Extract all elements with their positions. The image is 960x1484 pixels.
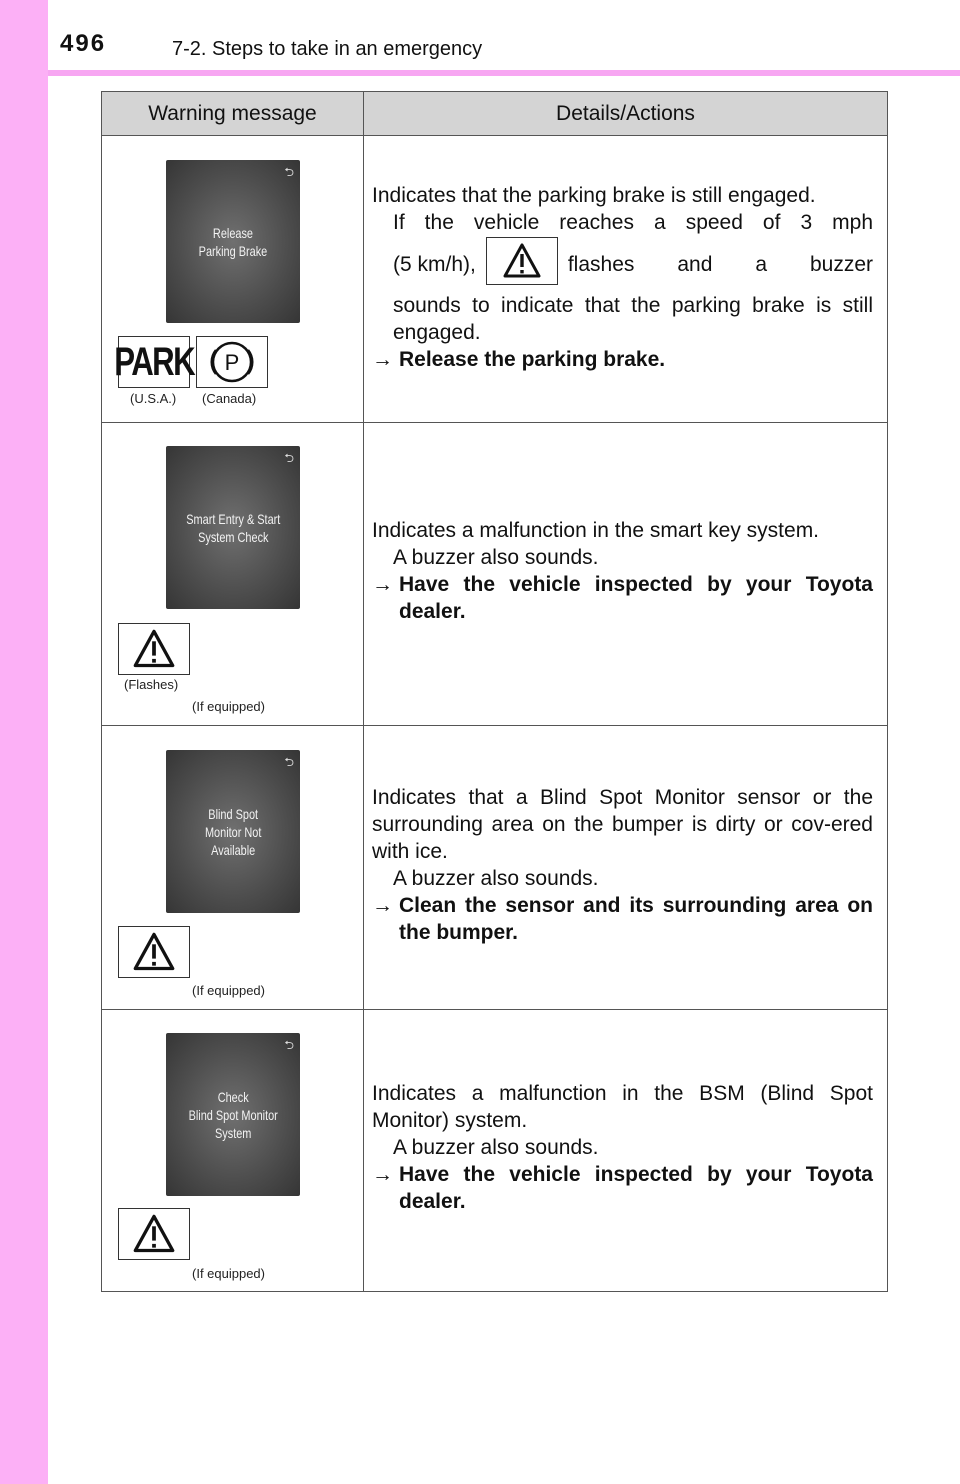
- caption-if-equipped: (If equipped): [192, 699, 265, 714]
- action-line: → Clean the sensor and its surrounding a…: [372, 892, 873, 946]
- parking-brake-p-indicator: P: [196, 336, 268, 388]
- table-row: ⮌ Smart Entry & Start System Check (Flas…: [101, 422, 888, 726]
- inline-icon-line: (5 km/h), flashes and a buzzer: [393, 237, 873, 288]
- caption-if-equipped: (If equipped): [192, 1266, 265, 1281]
- arrow-icon: →: [372, 573, 393, 596]
- action-line: → Release the parking brake.: [372, 346, 873, 373]
- details-text-line: (5 km/h),: [393, 252, 476, 276]
- details-cell: Indicates that the parking brake is stil…: [363, 135, 888, 423]
- back-icon: ⮌: [284, 165, 294, 179]
- caption-flashes: (Flashes): [124, 677, 179, 692]
- park-label: PARK: [114, 339, 195, 384]
- display-screen: ⮌ Blind Spot Monitor Not Available: [166, 750, 300, 913]
- warning-indicator: [118, 926, 190, 978]
- warning-cell: ⮌ Blind Spot Monitor Not Available (If e…: [101, 725, 364, 1010]
- caption-usa: (U.S.A.): [130, 391, 177, 406]
- side-strip: [0, 0, 48, 1484]
- warning-indicator: [118, 623, 190, 675]
- svg-text:P: P: [225, 350, 240, 375]
- warning-indicator: [118, 1208, 190, 1260]
- details-text-line: sounds to indicate that the parking brak…: [393, 294, 873, 344]
- details-cell: Indicates a malfunction in the BSM (Blin…: [363, 1009, 888, 1292]
- details-text: Indicates a malfunction in the smart key…: [372, 519, 820, 542]
- details-text: Indicates that a Blind Spot Monitor sens…: [372, 786, 873, 863]
- details-cell: Indicates that a Blind Spot Monitor sens…: [363, 725, 888, 1010]
- page-header: 496 7-2. Steps to take in an emergency: [48, 0, 960, 76]
- details-text: Indicates that the parking brake is stil…: [372, 184, 816, 207]
- details-text: A buzzer also sounds.: [393, 1136, 599, 1159]
- warning-icon-box: [485, 237, 558, 285]
- warning-triangle-icon: [503, 243, 541, 278]
- table-header-row: Warning message Details/Actions: [101, 91, 888, 136]
- park-indicator: PARK: [114, 336, 195, 388]
- details-text: A buzzer also sounds.: [393, 867, 599, 890]
- caption-canada: (Canada): [202, 391, 257, 406]
- parking-brake-p-icon: P: [210, 341, 254, 383]
- action-line: → Have the vehicle inspected by your Toy…: [372, 571, 873, 625]
- table-row: ⮌ Blind Spot Monitor Not Available (If e…: [101, 725, 888, 1010]
- warning-cell: ⮌ Smart Entry & Start System Check (Flas…: [101, 422, 364, 726]
- table-row: ⮌ Check Blind Spot Monitor System (If eq…: [101, 1009, 888, 1292]
- column-header-warning: Warning message: [101, 91, 364, 136]
- display-screen: ⮌ Release Parking Brake: [166, 160, 300, 323]
- screen-message: Check Blind Spot Monitor System: [188, 1088, 278, 1141]
- arrow-icon: →: [372, 894, 393, 917]
- screen-message: Release Parking Brake: [198, 224, 268, 259]
- action-text: Have the vehicle inspected by your Toyot…: [399, 1163, 873, 1213]
- arrow-icon: →: [372, 1163, 393, 1186]
- details-text-line: If the vehicle reaches a speed of 3 mph: [393, 211, 873, 234]
- display-screen: ⮌ Smart Entry & Start System Check: [166, 446, 300, 609]
- column-header-details: Details/Actions: [363, 91, 888, 136]
- back-icon: ⮌: [284, 451, 294, 465]
- header-rule: [48, 70, 960, 76]
- warning-triangle-icon: [133, 629, 175, 668]
- display-screen: ⮌ Check Blind Spot Monitor System: [166, 1033, 300, 1196]
- warning-table: Warning message Details/Actions ⮌ Releas…: [101, 91, 888, 1292]
- details-indent: If the vehicle reaches a speed of 3 mph …: [372, 209, 873, 346]
- action-text: Release the parking brake.: [399, 348, 666, 371]
- warning-triangle-icon: [133, 1214, 175, 1253]
- warning-cell: ⮌ Check Blind Spot Monitor System (If eq…: [101, 1009, 364, 1292]
- back-icon: ⮌: [284, 1038, 294, 1052]
- screen-message: Smart Entry & Start System Check: [185, 510, 281, 545]
- details-text: A buzzer also sounds.: [393, 546, 599, 569]
- action-text: Have the vehicle inspected by your Toyot…: [399, 573, 873, 623]
- details-text-line: flashes and a buzzer: [567, 252, 873, 276]
- page-number: 496: [60, 30, 107, 57]
- warning-cell: ⮌ Release Parking Brake PARK P (U.S.A.) …: [101, 135, 364, 423]
- action-line: → Have the vehicle inspected by your Toy…: [372, 1161, 873, 1215]
- details-cell: Indicates a malfunction in the smart key…: [363, 422, 888, 726]
- screen-message: Blind Spot Monitor Not Available: [204, 805, 262, 858]
- warning-triangle-icon: [133, 932, 175, 971]
- back-icon: ⮌: [284, 755, 294, 769]
- table-row: ⮌ Release Parking Brake PARK P (U.S.A.) …: [101, 135, 888, 423]
- caption-if-equipped: (If equipped): [192, 983, 265, 998]
- details-text: Indicates a malfunction in the BSM (Blin…: [372, 1082, 873, 1132]
- section-title: 7-2. Steps to take in an emergency: [172, 38, 483, 60]
- arrow-icon: →: [372, 348, 393, 371]
- action-text: Clean the sensor and its surrounding are…: [399, 894, 873, 944]
